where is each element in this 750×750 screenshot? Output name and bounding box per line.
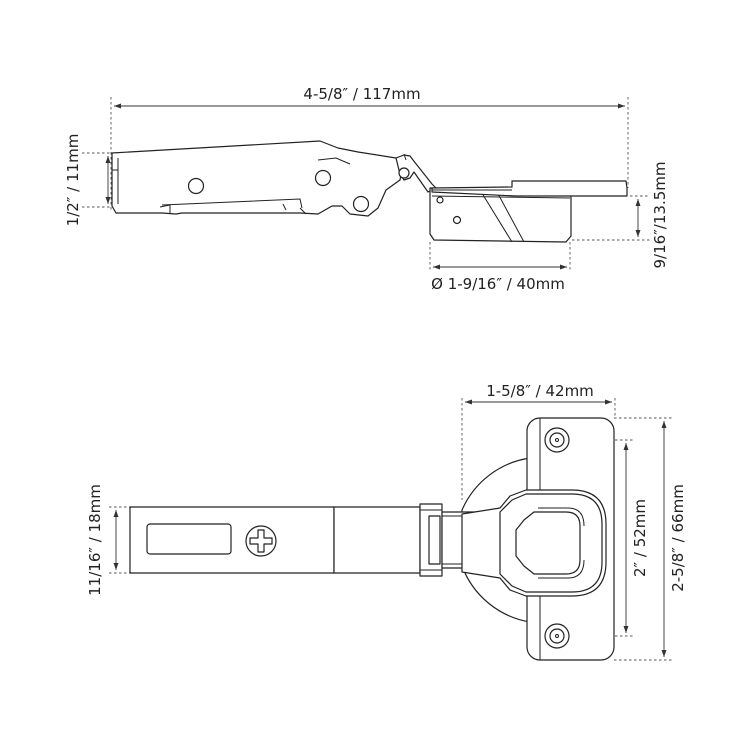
arm-extension [333,506,421,574]
dim-width-label: 4-5/8″ / 117mm [303,85,420,103]
dim-cup-width-label: 1-5/8″ / 42mm [486,382,594,400]
dim-arm-width-label: 11/16″ / 18mm [86,484,104,596]
dim-cup-diameter-label: Ø 1-9/16″ / 40mm [431,275,565,293]
dim-plate-height-label: 2-5/8″ / 66mm [669,484,687,592]
dim-cup-depth-label: 9/16″/13.5mm [651,162,669,269]
top-view: 1-5/8″ / 42mm 11/16″ / 18mm 2″ / 52mm 2-… [86,382,687,661]
arm-hole-middle [314,169,332,187]
cup-hole-bottom [452,215,462,225]
hinge-arm [111,140,403,217]
cross-screw-icon [249,529,273,553]
cup-boss-inner [515,511,581,575]
cup-hole-top [436,196,444,204]
arm-slot [146,523,232,555]
dim-height-label: 1/2″ / 11mm [64,134,82,227]
side-view: 4-5/8″ / 117mm 1/2″ / 11mm 9/16″/13.5mm … [64,85,669,293]
arm-hole-right [352,195,370,213]
hinge-lever-bar [431,180,628,197]
arm-hole-left [187,177,205,195]
dim-hole-spacing-label: 2″ / 52mm [631,499,649,577]
